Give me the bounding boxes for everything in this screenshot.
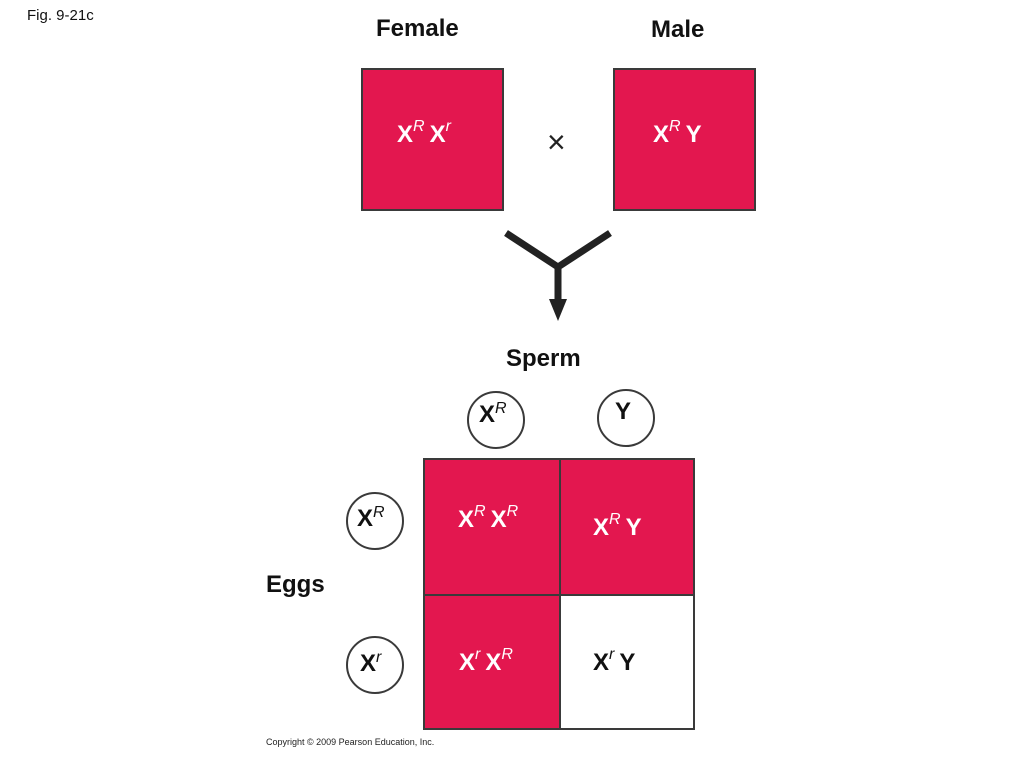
female-title: Female — [376, 15, 459, 42]
grid-divider-horizontal — [425, 594, 693, 596]
arrow-branch — [504, 230, 612, 272]
allele-superscript: R — [413, 118, 425, 135]
cross-symbol: × — [547, 124, 566, 160]
male-title: Male — [651, 16, 705, 43]
sperm-gamete-y: Y — [597, 389, 655, 447]
allele-superscript: R — [669, 118, 681, 135]
sperm-gamete-label: XR — [479, 400, 507, 429]
egg-gamete-label: XR — [357, 504, 385, 533]
egg-gamete-xr-recessive: Xr — [346, 636, 404, 694]
allele-superscript: R — [495, 400, 507, 417]
allele-superscript: r — [609, 646, 615, 663]
copyright: Copyright © 2009 Pearson Education, Inc. — [266, 737, 435, 747]
egg-gamete-label: Xr — [360, 649, 382, 678]
allele-superscript: r — [445, 118, 451, 135]
allele-superscript: R — [373, 504, 385, 521]
allele-superscript: R — [506, 503, 519, 520]
figure-label: Fig. 9-21c — [27, 7, 94, 24]
sperm-title: Sperm — [506, 345, 581, 372]
allele-superscript: R — [609, 511, 621, 528]
allele-superscript: r — [475, 646, 481, 663]
sperm-gamete-label: Y — [615, 398, 632, 425]
gamete-arrow — [504, 230, 612, 321]
arrow-head — [549, 299, 567, 321]
allele-superscript: R — [501, 646, 513, 663]
egg-gamete-xr: XR — [346, 492, 404, 550]
allele-superscript: r — [376, 649, 382, 666]
allele-superscript: R — [474, 503, 486, 520]
eggs-title: Eggs — [266, 571, 325, 598]
sperm-gamete-xr: XR — [467, 391, 525, 449]
